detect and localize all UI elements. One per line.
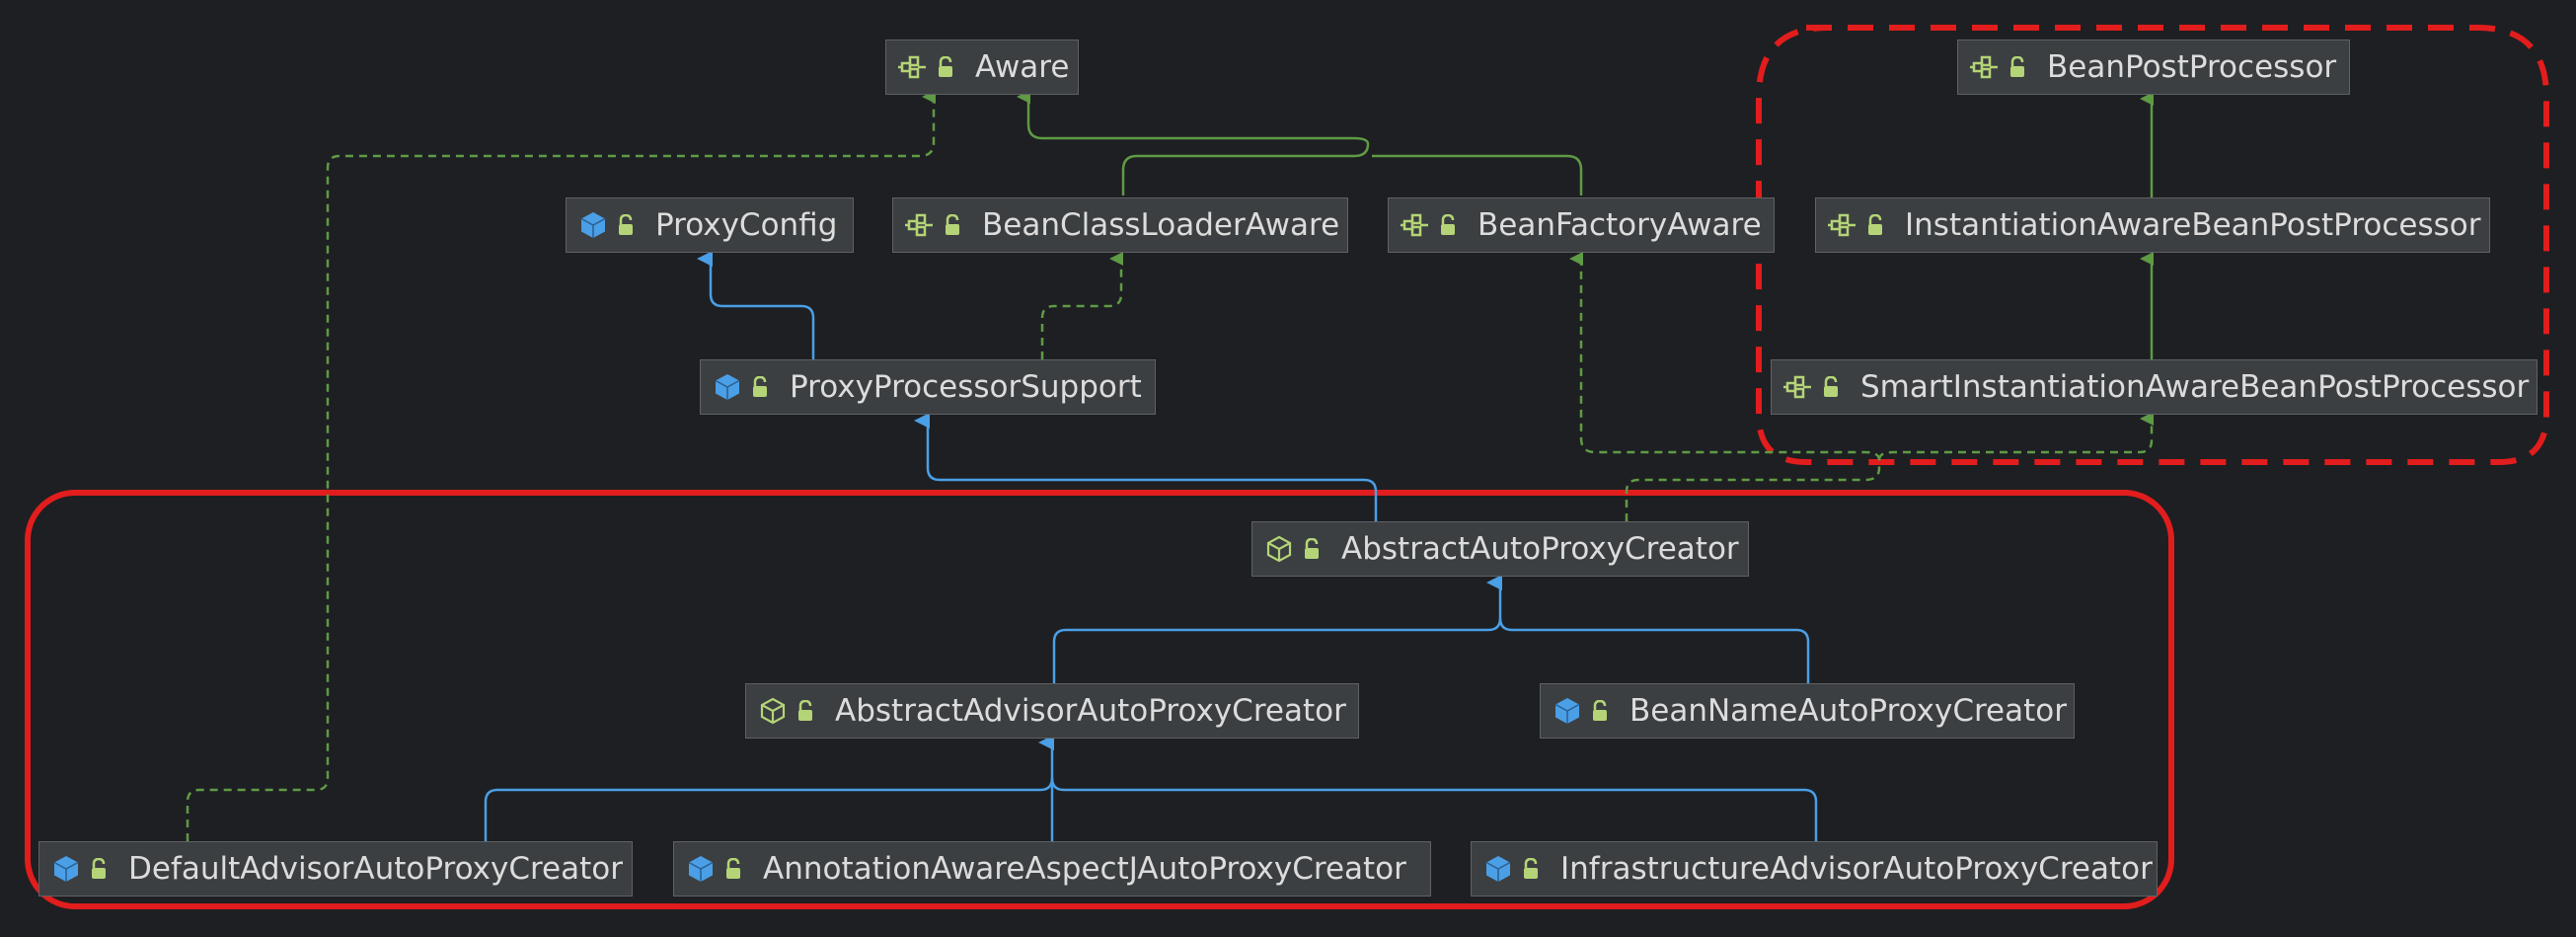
interface-icon: [1783, 372, 1813, 402]
node-abstract-auto-proxy-creator[interactable]: AbstractAutoProxyCreator: [1251, 521, 1749, 577]
class-icon: [686, 854, 716, 884]
class-icon: [713, 372, 742, 402]
edge-aapc-bfa: [1569, 252, 1881, 521]
class-icon: [51, 854, 81, 884]
node-label: Aware: [975, 49, 1070, 85]
public-unlock-icon: [1865, 212, 1887, 238]
edge-aapc-siabpp: [1877, 412, 2154, 461]
public-unlock-icon: [943, 212, 964, 238]
node-label: InfrastructureAdvisorAutoProxyCreator: [1560, 851, 2153, 887]
node-label: ProxyProcessorSupport: [790, 369, 1142, 405]
node-bean-post-processor[interactable]: BeanPostProcessor: [1957, 39, 2350, 95]
node-label: SmartInstantiationAwareBeanPostProcessor: [1860, 369, 2530, 405]
node-label: AnnotationAwareAspectJAutoProxyCreator: [763, 851, 1406, 887]
public-unlock-icon: [89, 856, 111, 882]
edge-beanclassloaderaware-aware: [1017, 90, 1370, 195]
node-bean-class-loader-aware[interactable]: BeanClassLoaderAware: [892, 197, 1348, 253]
node-label: BeanNameAutoProxyCreator: [1629, 693, 2067, 729]
edge-beanfactoryaware-aware: [1372, 154, 1583, 195]
node-annotation-aware-aspectj-auto-proxy-creator[interactable]: AnnotationAwareAspectJAutoProxyCreator: [673, 841, 1431, 897]
node-label: InstantiationAwareBeanPostProcessor: [1905, 207, 2481, 243]
node-bean-factory-aware[interactable]: BeanFactoryAware: [1388, 197, 1775, 253]
public-unlock-icon: [1521, 856, 1543, 882]
class-icon: [578, 210, 608, 240]
node-default-advisor-auto-proxy-creator[interactable]: DefaultAdvisorAutoProxyCreator: [38, 841, 633, 897]
node-abstract-advisor-auto-proxy-creator[interactable]: AbstractAdvisorAutoProxyCreator: [745, 683, 1359, 739]
edge-daapc-aware: [186, 90, 936, 841]
edge-aapc-pps: [914, 413, 1378, 521]
abstract-class-icon: [1264, 534, 1294, 564]
interface-icon: [1401, 210, 1430, 240]
node-infrastructure-advisor-auto-proxy-creator[interactable]: InfrastructureAdvisorAutoProxyCreator: [1471, 841, 2158, 897]
edge-pps-bcla: [1040, 252, 1123, 359]
edge-bnapc-aapc: [1498, 617, 1810, 683]
public-unlock-icon: [723, 856, 745, 882]
node-aware[interactable]: Aware: [885, 39, 1079, 95]
node-proxy-config[interactable]: ProxyConfig: [566, 197, 854, 253]
node-label: ProxyConfig: [655, 207, 838, 243]
class-icon: [1483, 854, 1513, 884]
edge-pps-proxyconfig: [697, 251, 815, 359]
public-unlock-icon: [796, 698, 817, 724]
edge-aaapc-aapc: [1052, 575, 1502, 683]
interface-icon: [1828, 210, 1857, 240]
node-label: BeanPostProcessor: [2047, 49, 2337, 85]
interface-icon: [1970, 52, 2000, 82]
node-bean-name-auto-proxy-creator[interactable]: BeanNameAutoProxyCreator: [1540, 683, 2075, 739]
edge-iaapc-aaapc: [1050, 777, 1818, 841]
node-instantiation-aware-bpp[interactable]: InstantiationAwareBeanPostProcessor: [1815, 197, 2490, 253]
node-smart-instantiation-aware-bpp[interactable]: SmartInstantiationAwareBeanPostProcessor: [1771, 359, 2538, 415]
public-unlock-icon: [1821, 374, 1843, 400]
edge-daapc-aaapc: [484, 735, 1054, 841]
node-label: DefaultAdvisorAutoProxyCreator: [128, 851, 623, 887]
node-proxy-processor-support[interactable]: ProxyProcessorSupport: [700, 359, 1156, 415]
abstract-class-icon: [758, 696, 788, 726]
public-unlock-icon: [750, 374, 772, 400]
interface-icon: [905, 210, 935, 240]
node-label: BeanFactoryAware: [1477, 207, 1762, 243]
public-unlock-icon: [2008, 54, 2029, 80]
node-label: AbstractAdvisorAutoProxyCreator: [835, 693, 1346, 729]
public-unlock-icon: [936, 54, 957, 80]
public-unlock-icon: [1302, 536, 1324, 562]
class-icon: [1553, 696, 1582, 726]
node-label: BeanClassLoaderAware: [982, 207, 1340, 243]
auto-proxy-creators-group-highlight: [25, 490, 2174, 909]
public-unlock-icon: [1438, 212, 1460, 238]
public-unlock-icon: [616, 212, 638, 238]
interface-icon: [898, 52, 928, 82]
node-label: AbstractAutoProxyCreator: [1341, 531, 1739, 567]
public-unlock-icon: [1590, 698, 1612, 724]
